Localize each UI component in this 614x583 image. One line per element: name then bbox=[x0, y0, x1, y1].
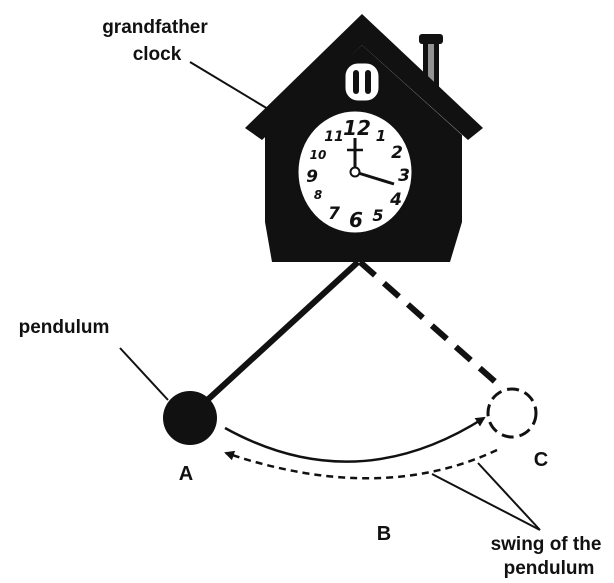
swing-label-line2: pendulum bbox=[504, 558, 595, 579]
clock-chimney-cap bbox=[419, 34, 443, 44]
swing-pointer-2 bbox=[478, 463, 540, 530]
swing-pointer-1 bbox=[432, 474, 540, 530]
numeral-3: 3 bbox=[398, 166, 410, 186]
numeral-6: 6 bbox=[349, 208, 363, 232]
swing-arc-c-to-a bbox=[226, 450, 497, 478]
numeral-2: 2 bbox=[391, 143, 403, 163]
point-a-label: A bbox=[179, 463, 193, 485]
numeral-8: 8 bbox=[314, 188, 322, 202]
clock-face: 12 1 2 3 4 5 6 7 8 9 10 11 bbox=[297, 110, 413, 234]
pendulum-rod-dashed bbox=[360, 262, 500, 386]
numeral-1: 1 bbox=[376, 127, 386, 145]
pendulum-leader-line bbox=[120, 348, 168, 400]
point-b-label: B bbox=[377, 523, 391, 545]
numeral-12: 12 bbox=[343, 116, 371, 140]
pendulum-bob-c bbox=[488, 389, 536, 437]
grandfather-clock-label-line1: grandfather bbox=[102, 17, 208, 38]
numeral-7: 7 bbox=[328, 204, 340, 224]
pendulum bbox=[163, 262, 536, 445]
numeral-10: 10 bbox=[310, 148, 327, 162]
numeral-11: 11 bbox=[324, 129, 343, 145]
clock-window bbox=[344, 62, 380, 102]
numeral-9: 9 bbox=[306, 167, 318, 187]
pendulum-rod bbox=[203, 262, 358, 404]
numeral-5: 5 bbox=[372, 206, 383, 225]
pendulum-label: pendulum bbox=[19, 317, 110, 338]
numeral-4: 4 bbox=[389, 190, 402, 210]
grandfather-clock: 12 1 2 3 4 5 6 7 8 9 10 11 bbox=[245, 14, 483, 262]
swing-arcs bbox=[225, 418, 540, 530]
pendulum-bob-a bbox=[163, 391, 217, 445]
clock-center-pin bbox=[351, 168, 360, 177]
swing-arc-a-to-c bbox=[225, 418, 484, 462]
swing-label-line1: swing of the bbox=[491, 534, 602, 555]
point-c-label: C bbox=[534, 449, 548, 471]
clock-leader-line bbox=[190, 62, 293, 124]
grandfather-clock-label-line2: clock bbox=[133, 44, 182, 65]
